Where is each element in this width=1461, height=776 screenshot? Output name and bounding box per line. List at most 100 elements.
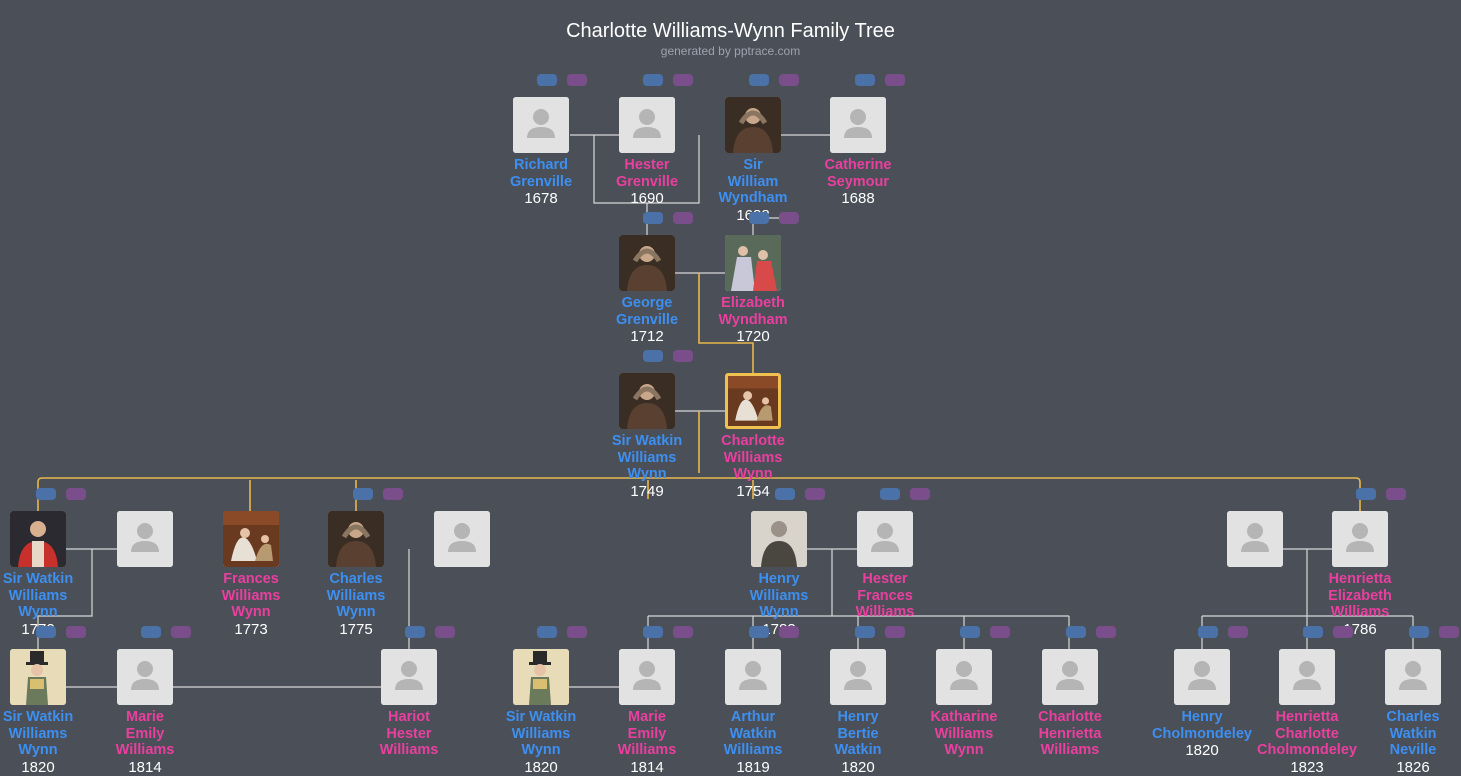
portrait-photo[interactable] xyxy=(223,511,279,567)
avatar-placeholder-icon[interactable] xyxy=(1227,511,1283,567)
expand-spouses-button[interactable] xyxy=(567,74,587,86)
expand-parents-button[interactable] xyxy=(855,626,875,638)
portrait-photo[interactable] xyxy=(619,373,675,429)
portrait-photo[interactable] xyxy=(328,511,384,567)
expand-parents-button[interactable] xyxy=(643,350,663,362)
expand-spouses-button[interactable] xyxy=(1096,626,1116,638)
avatar-placeholder-icon[interactable] xyxy=(830,97,886,153)
avatar-placeholder-icon[interactable] xyxy=(725,649,781,705)
expand-parents-button[interactable] xyxy=(1409,626,1429,638)
expand-spouses-button[interactable] xyxy=(171,626,191,638)
portrait-photo[interactable] xyxy=(10,511,66,567)
expand-parents-button[interactable] xyxy=(960,626,980,638)
expand-spouses-button[interactable] xyxy=(383,488,403,500)
avatar-placeholder-icon[interactable] xyxy=(513,97,569,153)
expand-spouses-button[interactable] xyxy=(885,626,905,638)
expand-parents-button[interactable] xyxy=(749,626,769,638)
avatar-placeholder-icon[interactable] xyxy=(830,649,886,705)
avatar-placeholder-icon[interactable] xyxy=(1279,649,1335,705)
expand-parents-button[interactable] xyxy=(643,212,663,224)
expand-spouses-button[interactable] xyxy=(66,488,86,500)
expand-parents-button[interactable] xyxy=(880,488,900,500)
expand-parents-button[interactable] xyxy=(1198,626,1218,638)
avatar-placeholder-icon[interactable] xyxy=(1332,511,1388,567)
expand-spouses-button[interactable] xyxy=(673,626,693,638)
expand-spouses-button[interactable] xyxy=(990,626,1010,638)
expand-parents-button[interactable] xyxy=(141,626,161,638)
expand-spouses-button[interactable] xyxy=(779,74,799,86)
avatar-placeholder-icon[interactable] xyxy=(381,649,437,705)
expand-spouses-button[interactable] xyxy=(1228,626,1248,638)
expand-spouses-button[interactable] xyxy=(567,626,587,638)
expand-spouses-button[interactable] xyxy=(673,74,693,86)
expand-spouses-button[interactable] xyxy=(435,626,455,638)
avatar-placeholder-icon[interactable] xyxy=(117,649,173,705)
avatar-placeholder-icon[interactable] xyxy=(434,511,490,567)
portrait-photo[interactable] xyxy=(725,235,781,291)
expand-spouses-button[interactable] xyxy=(66,626,86,638)
avatar-placeholder-icon[interactable] xyxy=(936,649,992,705)
expand-parents-button[interactable] xyxy=(643,74,663,86)
avatar-placeholder-icon[interactable] xyxy=(117,511,173,567)
expand-parents-button[interactable] xyxy=(36,488,56,500)
portrait-photo[interactable] xyxy=(10,649,66,705)
expand-spouses-button[interactable] xyxy=(805,488,825,500)
expand-spouses-button[interactable] xyxy=(1333,626,1353,638)
portrait-photo[interactable] xyxy=(725,373,781,429)
avatar-placeholder-icon[interactable] xyxy=(1174,649,1230,705)
avatar-placeholder-icon[interactable] xyxy=(619,649,675,705)
expand-parents-button[interactable] xyxy=(749,74,769,86)
expand-parents-button[interactable] xyxy=(405,626,425,638)
avatar-placeholder-icon[interactable] xyxy=(857,511,913,567)
expand-spouses-button[interactable] xyxy=(1439,626,1459,638)
portrait-photo[interactable] xyxy=(725,97,781,153)
portrait-photo[interactable] xyxy=(619,235,675,291)
expand-parents-button[interactable] xyxy=(537,626,557,638)
expand-spouses-button[interactable] xyxy=(779,626,799,638)
expand-spouses-button[interactable] xyxy=(673,212,693,224)
expand-parents-button[interactable] xyxy=(353,488,373,500)
expand-parents-button[interactable] xyxy=(775,488,795,500)
expand-spouses-button[interactable] xyxy=(885,74,905,86)
avatar-placeholder-icon[interactable] xyxy=(1042,649,1098,705)
expand-parents-button[interactable] xyxy=(537,74,557,86)
expand-spouses-button[interactable] xyxy=(910,488,930,500)
expand-spouses-button[interactable] xyxy=(779,212,799,224)
avatar-placeholder-icon[interactable] xyxy=(619,97,675,153)
expand-parents-button[interactable] xyxy=(1356,488,1376,500)
expand-parents-button[interactable] xyxy=(643,626,663,638)
expand-spouses-button[interactable] xyxy=(673,350,693,362)
expand-parents-button[interactable] xyxy=(1303,626,1323,638)
portrait-photo[interactable] xyxy=(751,511,807,567)
expand-parents-button[interactable] xyxy=(36,626,56,638)
expand-parents-button[interactable] xyxy=(1066,626,1086,638)
portrait-photo[interactable] xyxy=(513,649,569,705)
avatar-placeholder-icon[interactable] xyxy=(1385,649,1441,705)
